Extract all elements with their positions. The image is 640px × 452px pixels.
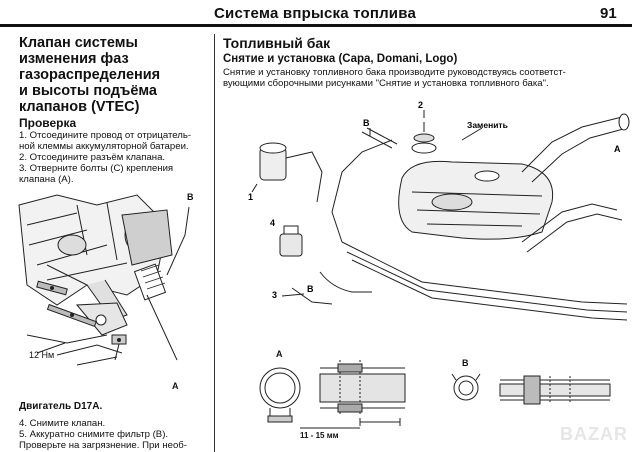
vtec-valve-figure	[18, 194, 190, 366]
step-line: ной клеммы аккумуляторной батареи.	[19, 141, 189, 152]
section-subtitle: Проверка	[19, 116, 77, 130]
step-line: 2. Отсоедините разъём клапана.	[19, 152, 166, 163]
section-subtitle: Снятие и установка (Capa, Domani, Logo)	[223, 53, 458, 65]
header-rule	[0, 24, 632, 27]
section-title: Топливный бак	[223, 35, 331, 51]
watermark: BAZAR	[560, 424, 628, 444]
step-line: 5. Аккуратно снимите фильтр (В).	[19, 429, 169, 440]
fuel-tank-figure: Заменить 2 1 4 3 B A B	[248, 100, 630, 321]
page-number: 91	[600, 5, 617, 22]
column-divider	[214, 34, 215, 452]
section-text: Снятие и установку топливного бака произ…	[223, 67, 618, 89]
label-b-mid: B	[307, 284, 314, 294]
page-header-title: Система впрыска топлива	[214, 5, 416, 22]
left-bottom-text: 4. Снимите клапан. 5. Аккуратно снимите …	[19, 418, 214, 451]
part-number-1: 1	[248, 192, 253, 202]
replace-label: Заменить	[467, 120, 508, 130]
figure-caption: Двигатель D17A.	[19, 401, 103, 412]
detail-a-figure	[259, 360, 406, 429]
torque-label: 12 Нм	[29, 350, 55, 360]
step-line: Проверьте на загрязнение. При необ-	[19, 440, 187, 451]
text-line: вующими сборочными рисунками "Снятие и у…	[223, 78, 549, 89]
step-line: 4. Снимите клапан.	[19, 418, 106, 429]
step-line: 3. Отверните болты (С) крепления	[19, 163, 174, 174]
section-title-line: клапанов (VTEC)	[19, 99, 140, 115]
part-number-2: 2	[418, 100, 423, 110]
section-title-line: Клапан системы	[19, 35, 138, 51]
step-line: 1. Отсоедините провод от отрицатель-	[19, 130, 192, 141]
dimension-label: 11 - 15 мм	[300, 431, 339, 440]
detail-b-figure	[451, 373, 611, 405]
label-a-top: A	[614, 144, 621, 154]
left-column: Клапан системы изменения фаз газораспред…	[19, 35, 214, 185]
figure-label-a: A	[172, 381, 179, 391]
step-line: клапана (А).	[19, 174, 74, 185]
detail-a-label: A	[276, 349, 283, 359]
detail-b-label: B	[462, 358, 469, 368]
text-line: Снятие и установку топливного бака произ…	[223, 67, 566, 78]
section-title-line: газораспределения	[19, 67, 161, 83]
label-b-top: B	[363, 118, 370, 128]
section-title-line: изменения фаз	[19, 51, 129, 67]
figure-label-b: B	[187, 192, 194, 202]
section-title-line: и высоты подъёма	[19, 83, 157, 99]
part-number-3: 3	[272, 290, 277, 300]
part-number-4: 4	[270, 218, 275, 228]
